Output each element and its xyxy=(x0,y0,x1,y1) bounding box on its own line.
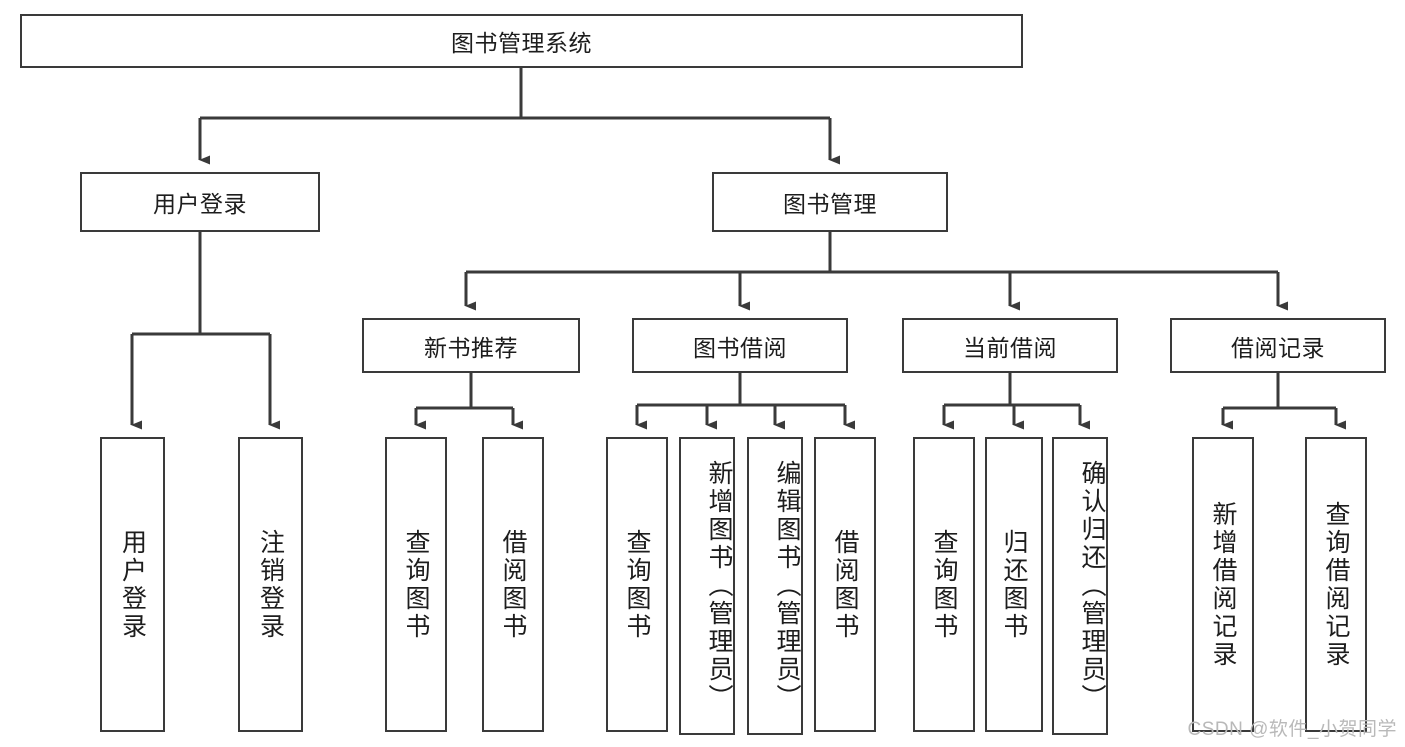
node-book-borrow-label: 图书借阅 xyxy=(693,334,787,361)
node-leaf-borrow-book-2[interactable]: 借阅图书 xyxy=(814,437,876,732)
node-root-label: 图书管理系统 xyxy=(451,30,592,56)
node-current-borrow-label: 当前借阅 xyxy=(963,334,1057,361)
node-new-book-recommend[interactable]: 新书推荐 xyxy=(362,318,580,373)
node-new-book-recommend-label: 新书推荐 xyxy=(424,334,518,361)
node-leaf-add-record-label: 新增借阅记录 xyxy=(1209,500,1237,669)
node-leaf-query-record-label: 查询借阅记录 xyxy=(1322,500,1350,669)
node-current-borrow[interactable]: 当前借阅 xyxy=(902,318,1118,373)
node-leaf-query-book-2[interactable]: 查询图书 xyxy=(606,437,668,732)
node-leaf-user-login-label: 用户登录 xyxy=(118,528,147,641)
node-leaf-logout-label: 注销登录 xyxy=(256,528,285,641)
node-book-manage[interactable]: 图书管理 xyxy=(712,172,948,232)
node-leaf-confirm-return[interactable]: 确认归还（管理员） xyxy=(1052,437,1108,735)
node-leaf-edit-book-label: 编辑图书（管理员） xyxy=(773,460,801,712)
node-leaf-query-book-2-label: 查询图书 xyxy=(623,528,651,641)
node-leaf-add-record[interactable]: 新增借阅记录 xyxy=(1192,437,1254,732)
node-leaf-return-book[interactable]: 归还图书 xyxy=(985,437,1043,732)
node-user-login[interactable]: 用户登录 xyxy=(80,172,320,232)
node-leaf-edit-book[interactable]: 编辑图书（管理员） xyxy=(747,437,803,735)
node-book-borrow[interactable]: 图书借阅 xyxy=(632,318,848,373)
node-leaf-query-book-1-label: 查询图书 xyxy=(402,528,430,641)
node-leaf-borrow-book-1[interactable]: 借阅图书 xyxy=(482,437,544,732)
node-borrow-record-label: 借阅记录 xyxy=(1231,334,1325,361)
node-root[interactable]: 图书管理系统 xyxy=(20,14,1023,68)
node-leaf-borrow-book-2-label: 借阅图书 xyxy=(831,528,859,641)
node-leaf-query-record[interactable]: 查询借阅记录 xyxy=(1305,437,1367,732)
node-leaf-query-book-3-label: 查询图书 xyxy=(930,528,958,641)
node-user-login-label: 用户登录 xyxy=(153,191,247,217)
node-leaf-user-login[interactable]: 用户登录 xyxy=(100,437,165,732)
node-leaf-borrow-book-1-label: 借阅图书 xyxy=(499,528,527,641)
node-book-manage-label: 图书管理 xyxy=(783,191,877,217)
node-leaf-query-book-1[interactable]: 查询图书 xyxy=(385,437,447,732)
node-borrow-record[interactable]: 借阅记录 xyxy=(1170,318,1386,373)
node-leaf-confirm-return-label: 确认归还（管理员） xyxy=(1078,460,1106,712)
node-leaf-query-book-3[interactable]: 查询图书 xyxy=(913,437,975,732)
node-leaf-add-book-label: 新增图书（管理员） xyxy=(705,460,733,712)
node-leaf-return-book-label: 归还图书 xyxy=(1000,528,1028,641)
node-leaf-logout[interactable]: 注销登录 xyxy=(238,437,303,732)
node-leaf-add-book[interactable]: 新增图书（管理员） xyxy=(679,437,735,735)
